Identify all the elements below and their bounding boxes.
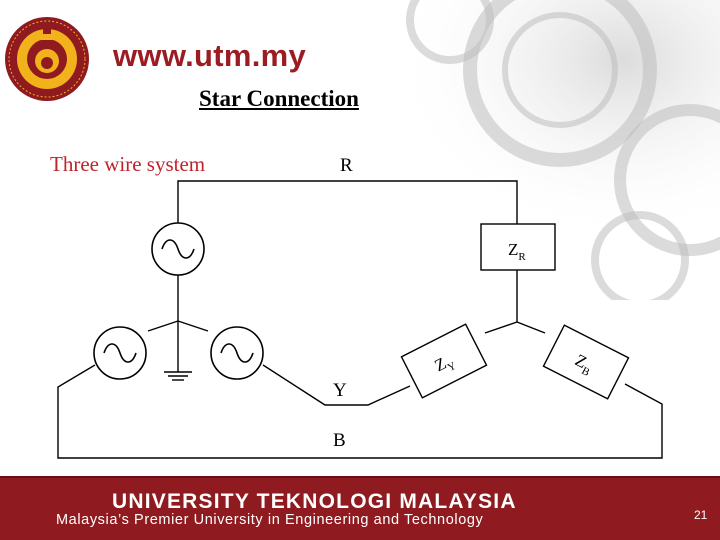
slide-title: Star Connection: [199, 86, 359, 111]
line-y-wire: [262, 364, 411, 406]
impedance-zr-subscript: R: [518, 251, 526, 263]
university-tagline: Malaysia’s Premier University in Enginee…: [56, 512, 484, 528]
ac-source-icon: [151, 222, 205, 276]
impedance-zr-symbol: Z: [508, 240, 518, 259]
ac-source-icon: [210, 326, 264, 380]
utm-crest-logo: [5, 17, 89, 101]
impedance-zr: ZR: [480, 223, 556, 271]
university-name: UNIVERSITY TEKNOLOGI MALAYSIA: [112, 490, 517, 513]
impedance-zb: ZB: [542, 324, 630, 400]
page-number: 21: [694, 508, 708, 522]
line-label-b: B: [333, 430, 346, 451]
source-star-right: [177, 320, 209, 332]
load-star-wire-right: [516, 321, 546, 334]
line-label-y: Y: [333, 380, 347, 401]
footer-divider: [0, 476, 720, 479]
impedance-zy: ZY: [400, 323, 488, 399]
slide-subtitle: Three wire system: [50, 152, 206, 176]
star-connection-diagram: ZR ZY ZB R Y B: [57, 155, 663, 459]
ac-source-icon: [93, 326, 147, 380]
svg-text:ZR: ZR: [508, 240, 526, 263]
source-star-left: [147, 320, 179, 332]
line-label-r: R: [340, 155, 353, 176]
line-r-wire: [177, 180, 518, 224]
impedance-zb-subscript: B: [580, 365, 592, 379]
ground-icon: [164, 371, 192, 381]
load-star-wire-left: [484, 321, 518, 334]
line-b-wire: [57, 364, 663, 459]
header: www.utm.my: [0, 0, 720, 110]
site-url[interactable]: www.utm.my: [113, 38, 307, 73]
footer-bar: [0, 478, 720, 540]
